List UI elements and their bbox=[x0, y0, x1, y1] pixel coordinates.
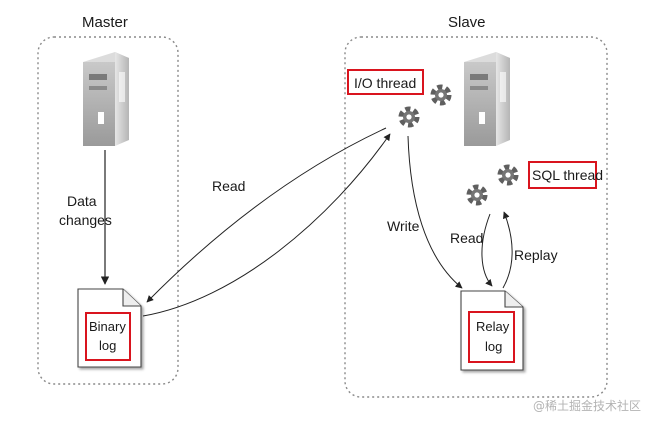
read-sql-arrow bbox=[481, 213, 493, 287]
io-thread-highlight bbox=[347, 69, 424, 95]
server-icon bbox=[464, 52, 510, 146]
data-changes-label-line2: changes bbox=[59, 212, 112, 228]
master-box bbox=[37, 36, 179, 385]
read-label-sql: Read bbox=[450, 230, 483, 246]
slave-title: Slave bbox=[448, 14, 486, 31]
relay-log-label-line2: log bbox=[485, 339, 502, 354]
server-icon bbox=[83, 52, 129, 146]
slave-box bbox=[344, 36, 608, 398]
binary-log-label-line1: Binary bbox=[89, 319, 126, 334]
gear-icon bbox=[434, 88, 448, 102]
replay-label: Replay bbox=[514, 247, 558, 263]
watermark-text: @稀土掘金技术社区 bbox=[533, 398, 641, 413]
gear-icon bbox=[470, 188, 484, 202]
sql-thread-label: SQL thread bbox=[532, 167, 603, 183]
write-label: Write bbox=[387, 218, 420, 234]
write-arrow bbox=[407, 135, 463, 289]
read-label-io: Read bbox=[212, 178, 245, 194]
sql-thread-highlight bbox=[528, 161, 597, 189]
io-thread-label: I/O thread bbox=[354, 75, 416, 91]
data-changes-label-line1: Data bbox=[67, 193, 97, 209]
relay-log-highlight bbox=[468, 311, 515, 363]
binary-log-label-line2: log bbox=[99, 338, 116, 353]
binary-log-document bbox=[77, 288, 142, 368]
replay-arrow bbox=[502, 211, 513, 289]
read-response-arrow bbox=[142, 133, 391, 317]
master-title: Master bbox=[82, 14, 128, 31]
relay-log-label-line1: Relay bbox=[476, 319, 510, 334]
relay-log-document bbox=[460, 290, 524, 371]
gear-icon bbox=[402, 110, 416, 124]
read-request-arrow bbox=[146, 127, 387, 303]
gear-icon bbox=[501, 168, 515, 182]
binary-log-highlight bbox=[85, 312, 131, 361]
